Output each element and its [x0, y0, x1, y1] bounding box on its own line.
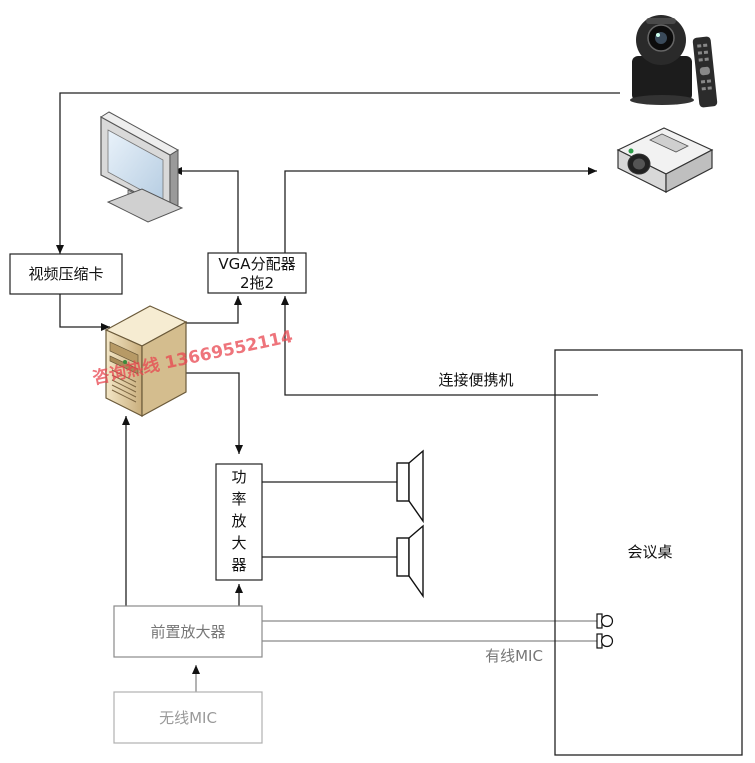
preamp-label: 前置放大器: [150, 623, 225, 641]
wired-mic-label: 有线MIC: [485, 647, 543, 665]
power-amp-char-3: 放: [231, 512, 246, 530]
speaker-icon: [396, 524, 424, 599]
speaker-icon: [396, 449, 424, 524]
microphone-icon: [596, 613, 614, 629]
laptop-label: 连接便携机: [438, 371, 513, 389]
video-card-box: 视频压缩卡: [9, 253, 123, 295]
wireless-mic-label: 无线MIC: [159, 709, 217, 727]
video-card-label: 视频压缩卡: [28, 265, 103, 283]
camera-to-video-card-line: [56, 92, 620, 254]
preamp-box: 前置放大器: [113, 605, 263, 658]
projector-icon: [616, 127, 714, 193]
power-amp-char-1: 功: [231, 468, 246, 486]
ptz-camera-icon: [630, 15, 694, 105]
video-card-to-pc-line: [59, 294, 110, 331]
conference-table-box: 会议桌: [554, 349, 743, 756]
remote-control-icon: [692, 36, 718, 108]
vga-splitter-label-line2: 2拖2: [240, 274, 274, 292]
mic-lines: [192, 620, 597, 692]
conference-table-label: 会议桌: [627, 543, 672, 561]
vga-splitter-box: VGA分配器 2拖2: [207, 252, 307, 294]
power-amp-char-4: 大: [231, 534, 246, 552]
vga-to-monitor-line: [173, 167, 239, 253]
pc-to-vga-line: [186, 296, 242, 324]
power-amp-char-5: 器: [231, 556, 246, 574]
pc-tower-icon: [104, 305, 188, 418]
microphone-icon: [596, 633, 614, 649]
vga-splitter-label-line1: VGA分配器: [218, 255, 295, 273]
monitor-icon: [100, 111, 184, 223]
vga-to-projector-line: [284, 167, 597, 253]
connection-lines: [56, 92, 620, 606]
power-amp-char-2: 率: [231, 490, 246, 508]
wireless-mic-box: 无线MIC: [113, 691, 263, 744]
power-amp-box: 功 率 放 大 器: [215, 463, 263, 581]
laptop-to-vga-line: [281, 296, 598, 396]
pc-to-amp-line: [186, 372, 243, 454]
